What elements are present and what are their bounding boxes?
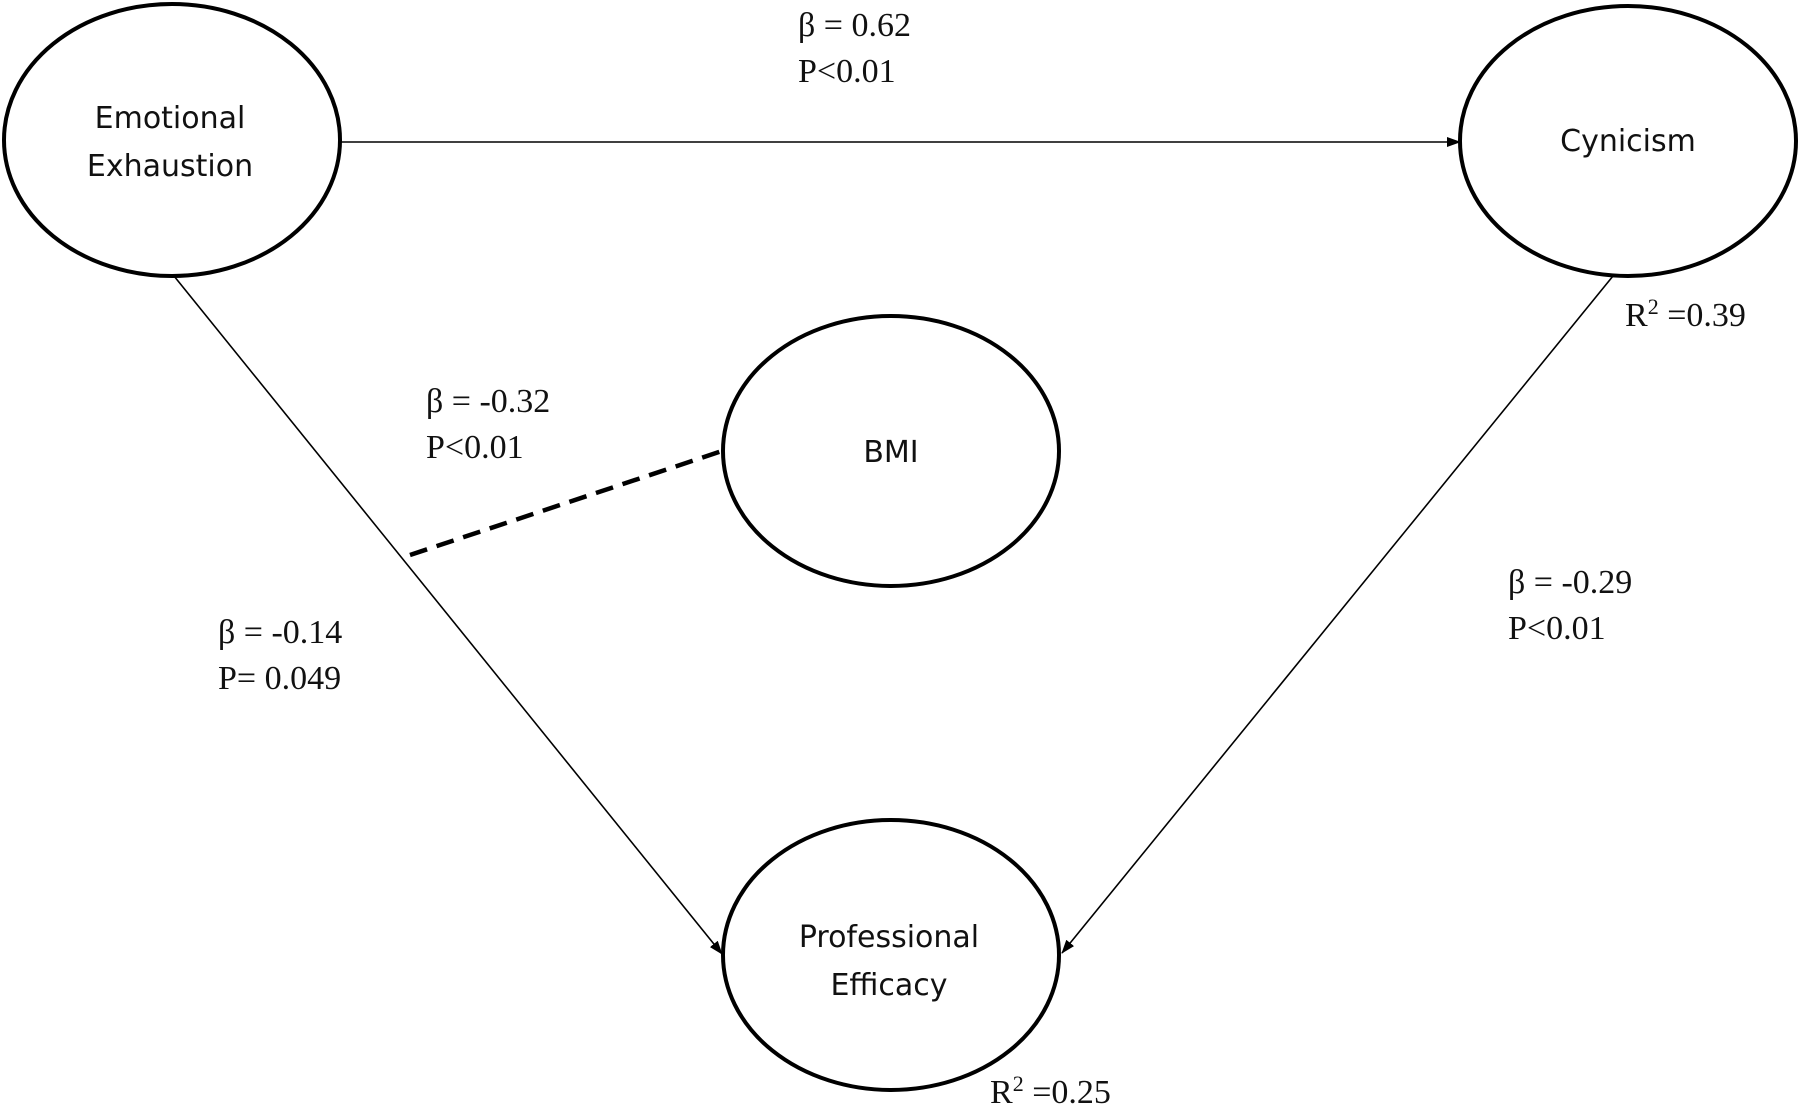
beta-ee-cynicism: β = 0.62: [798, 7, 911, 44]
stats-emotional-exhaustion-to-professional-efficacy: β = -0.14 P= 0.049: [218, 614, 342, 697]
professional-efficacy-label-line1: Professional: [799, 920, 979, 955]
emotional-exhaustion-label-line2: Exhaustion: [87, 149, 253, 184]
cynicism-ellipse: [1458, 4, 1798, 278]
dashed-moderation-line-bmi: [409, 448, 723, 558]
stats-emotional-exhaustion-to-cynicism: β = 0.62 P<0.01: [798, 7, 911, 90]
p-value-cynicism-pe: P<0.01: [1508, 610, 1606, 647]
beta-bmi-moderation: β = -0.32: [426, 383, 550, 420]
r-squared-pe-base: R: [990, 1074, 1013, 1111]
bmi-label: BMI: [863, 435, 918, 470]
node-professional-efficacy: Professional Efficacy: [721, 818, 1061, 1092]
stats-cynicism-to-professional-efficacy: β = -0.29 P<0.01: [1508, 564, 1632, 647]
r-squared-cynicism-value: =0.39: [1659, 297, 1746, 334]
stats-bmi-moderation: β = -0.32 P<0.01: [426, 383, 550, 466]
node-cynicism: Cynicism: [1458, 4, 1798, 278]
r-squared-pe-value: =0.25: [1024, 1074, 1111, 1111]
r-squared-professional-efficacy: R2 =0.25: [990, 1071, 1111, 1111]
r-squared-cynicism-superscript: 2: [1648, 294, 1659, 319]
r-squared-cynicism: R2 =0.39: [1625, 294, 1746, 334]
node-bmi: BMI: [721, 314, 1061, 588]
bmi-ellipse: [721, 314, 1061, 588]
p-value-ee-cynicism: P<0.01: [798, 53, 896, 90]
emotional-exhaustion-ellipse: [2, 2, 342, 278]
node-emotional-exhaustion: Emotional Exhaustion: [2, 2, 342, 278]
p-value-ee-pe: P= 0.049: [218, 660, 341, 697]
arrow-cynicism-to-professional-efficacy: [1061, 275, 1614, 954]
cynicism-label: Cynicism: [1560, 124, 1696, 159]
beta-ee-pe: β = -0.14: [218, 614, 342, 651]
beta-cynicism-pe: β = -0.29: [1508, 564, 1632, 601]
r-squared-pe-superscript: 2: [1013, 1071, 1024, 1096]
professional-efficacy-label-line2: Efficacy: [830, 968, 947, 1003]
p-value-bmi-moderation: P<0.01: [426, 429, 524, 466]
professional-efficacy-ellipse: [721, 818, 1061, 1092]
r-squared-cynicism-base: R: [1625, 297, 1648, 334]
emotional-exhaustion-label-line1: Emotional: [95, 101, 246, 136]
arrow-emotional-exhaustion-to-professional-efficacy: [173, 275, 723, 955]
